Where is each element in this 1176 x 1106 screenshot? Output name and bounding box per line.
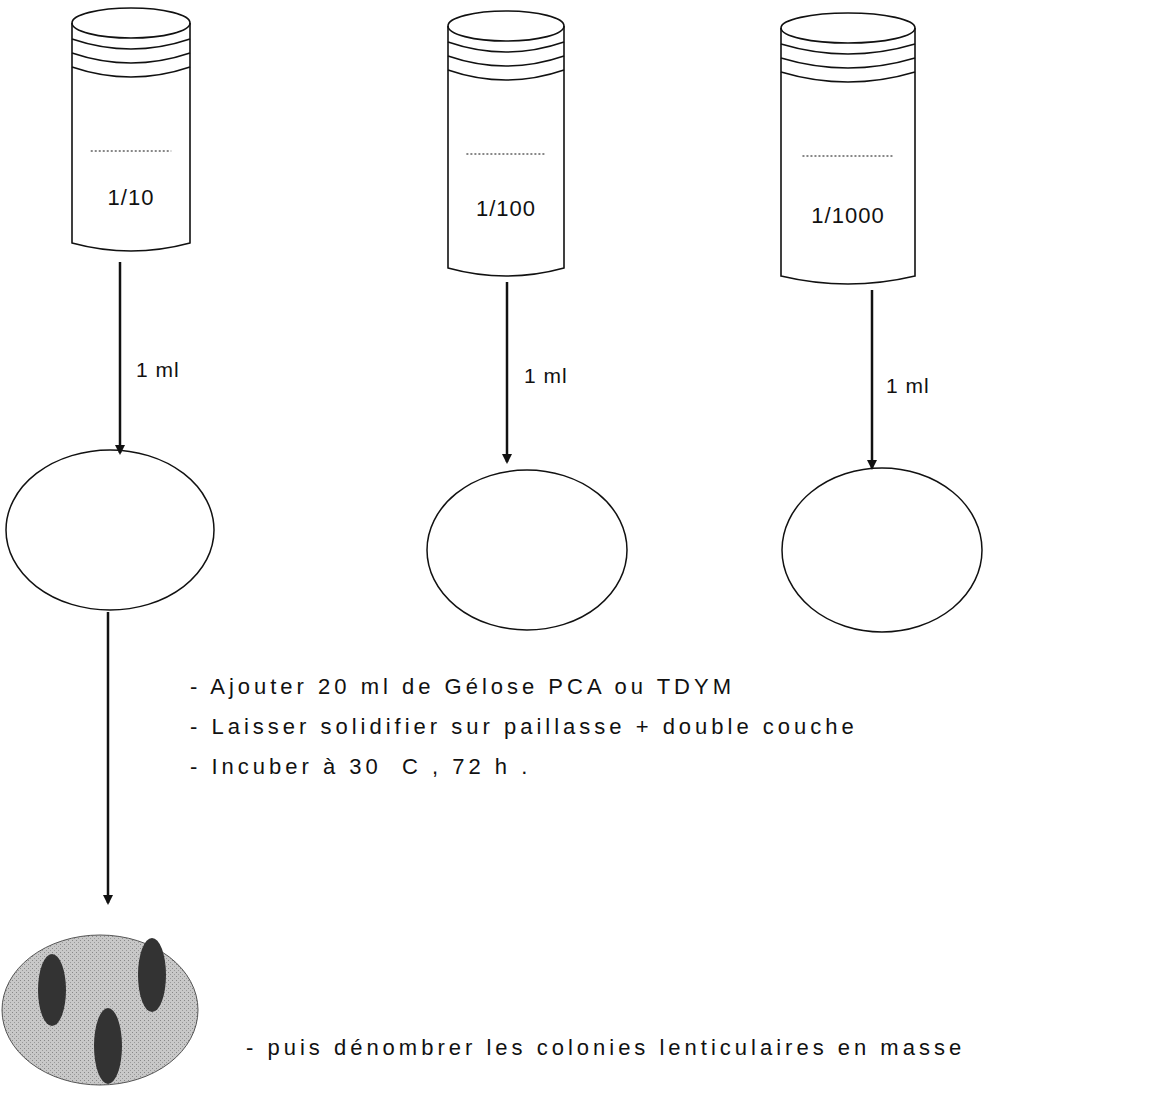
- dilution-label: 1/1000: [779, 203, 917, 229]
- dilution-label: 1/100: [446, 196, 566, 222]
- volume-label: 1 ml: [522, 364, 570, 388]
- tube-outline: [70, 5, 192, 257]
- volume-label: 1 ml: [134, 358, 182, 382]
- tube-outline: [446, 8, 566, 282]
- dilution-tube: 1/10: [70, 5, 192, 257]
- dilution-label: 1/10: [70, 185, 192, 211]
- instruction-note: - puis dénombrer les colonies lenticulai…: [244, 1035, 967, 1061]
- instruction-note: - Ajouter 20 ml de Gélose PCA ou TDYM: [188, 674, 737, 700]
- instruction-note: - Incuber à 30 C , 72 h .: [188, 754, 533, 780]
- dilution-tube: 1/1000: [779, 10, 917, 290]
- volume-label: 1 ml: [884, 374, 932, 398]
- petri-dishes: [6, 450, 982, 632]
- arrows: [108, 262, 872, 903]
- tube-outline: [779, 10, 917, 290]
- dilution-tube: 1/100: [446, 8, 566, 282]
- colony-dish: [2, 935, 198, 1085]
- instruction-note: - Laisser solidifier sur paillasse + dou…: [188, 714, 860, 740]
